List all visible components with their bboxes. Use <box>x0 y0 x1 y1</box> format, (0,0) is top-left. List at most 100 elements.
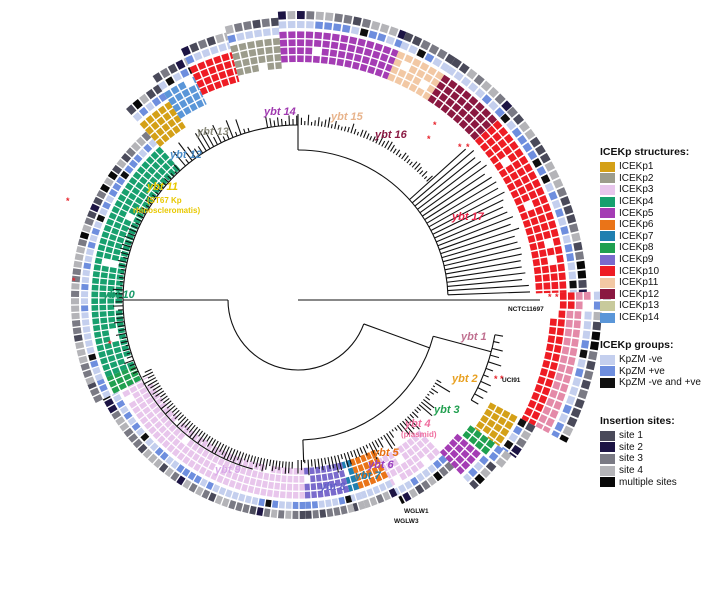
legend-structure-swatch <box>600 277 615 288</box>
clade-label-ybt9: ybt 9 <box>214 464 242 476</box>
legend-group-swatch <box>600 366 615 377</box>
legend-structure-label: ICEKp5 <box>619 207 654 219</box>
clade-label-ybt17: ybt 17 <box>451 211 485 223</box>
legend-site-label: site 4 <box>619 465 643 477</box>
legend-structure-item: ICEKp13 <box>600 300 708 312</box>
legend-structure-label: ICEKp4 <box>619 196 654 208</box>
legend-structure-swatch <box>600 254 615 265</box>
legend-structure-item: ICEKp5 <box>600 207 708 219</box>
strain-label-wglw3: WGLW3 <box>394 518 419 525</box>
strain-label-uci91: UCI91 <box>502 377 521 384</box>
star-marker: * <box>458 142 462 152</box>
legend-site-swatch <box>600 430 615 441</box>
legend-site-swatch <box>600 465 615 476</box>
clade-label-ybt10: ybt 10 <box>102 289 136 301</box>
star-marker: * <box>427 134 431 144</box>
legend-structure-item: ICEKp12 <box>600 289 708 301</box>
legend-structure-swatch <box>600 196 615 207</box>
legend-site-swatch <box>600 477 615 488</box>
legend-structure-swatch <box>600 289 615 300</box>
star-marker: * <box>555 292 559 302</box>
legend-structure-label: ICEKp3 <box>619 184 654 196</box>
clade-label-ybt7: ybt 7 <box>354 470 382 482</box>
legend-group-item: KpZM -ve and +ve <box>600 377 708 389</box>
legend-sites-title: Insertion sites: <box>600 415 675 427</box>
legend-site-label: site 3 <box>619 453 643 465</box>
clade-label-ybt15: ybt 15 <box>330 111 364 123</box>
star-marker: * <box>108 339 112 349</box>
legend-structure-swatch <box>600 231 615 242</box>
legend-site-label: site 1 <box>619 430 643 442</box>
legend-structure-item: ICEKp3 <box>600 184 708 196</box>
legend-structure-item: ICEKp14 <box>600 312 708 324</box>
legend-site-item: site 1 <box>600 430 708 442</box>
clade-label-ybt16: ybt 16 <box>374 129 408 141</box>
legend-structure-item: ICEKp8 <box>600 242 708 254</box>
clade-label-ybt3: ybt 3 <box>433 404 460 416</box>
clade-note-st67: (ST67 Kp <box>147 196 182 205</box>
star-marker: * <box>494 374 498 384</box>
legend-group-label: KpZM +ve <box>619 365 665 377</box>
legend-structure-label: ICEKp7 <box>619 230 654 242</box>
legend-structure-swatch <box>600 266 615 277</box>
clade-note-plasmid: (plasmid) <box>401 430 437 439</box>
legend-structure-label: ICEKp10 <box>619 265 660 277</box>
clade-label-ybt4: ybt 4 <box>404 418 431 430</box>
red-star-markers: *********** <box>66 120 559 384</box>
legend-structure-label: ICEKp11 <box>619 277 659 289</box>
legend-structure-swatch <box>600 219 615 230</box>
legend-site-label: site 2 <box>619 441 643 453</box>
legend-site-item: multiple sites <box>600 476 708 488</box>
star-marker: * <box>500 374 504 384</box>
legend-structure-swatch <box>600 208 615 219</box>
clade-label-ybt1: ybt 1 <box>460 331 487 343</box>
legend-structure-label: ICEKp9 <box>619 254 654 266</box>
legend-site-item: site 3 <box>600 453 708 465</box>
legend-structure-label: ICEKp12 <box>619 288 660 300</box>
strain-label-wglw1: WGLW1 <box>404 508 429 515</box>
clade-label-ybt5: ybt 5 <box>372 447 400 459</box>
clade-label-ybt2: ybt 2 <box>451 373 478 385</box>
legend-group-item: KpZM +ve <box>600 366 708 378</box>
legend-group-label: KpZM -ve <box>619 354 663 366</box>
legend-structure-swatch <box>600 312 615 323</box>
legend-structure-item: ICEKp9 <box>600 254 708 266</box>
legend-structure-label: ICEKp13 <box>619 300 660 312</box>
legend-structure-item: ICEKp10 <box>600 265 708 277</box>
legend-group-item: KpZM -ve <box>600 354 708 366</box>
legend-structure-swatch <box>600 161 615 172</box>
legend-structures-title: ICEKp structures: <box>600 146 690 158</box>
clade-label-ybt12: ybt 12 <box>169 149 202 161</box>
legend-structure-label: ICEKp8 <box>619 242 654 254</box>
legend-group-swatch <box>600 354 615 365</box>
clade-label-ybt11: ybt 11 <box>146 181 178 193</box>
legend-structure-item: ICEKp1 <box>600 161 708 173</box>
legend-site-swatch <box>600 442 615 453</box>
legend-structure-item: ICEKp4 <box>600 196 708 208</box>
legend-structure-swatch <box>600 242 615 253</box>
legend-structure-item: ICEKp2 <box>600 173 708 185</box>
star-marker: * <box>433 120 437 130</box>
clade-label-ybt14: ybt 14 <box>263 106 296 118</box>
star-marker: * <box>466 142 470 152</box>
legend-site-swatch <box>600 453 615 464</box>
legend-site-label: multiple sites <box>619 476 677 488</box>
star-marker: * <box>66 196 70 206</box>
strain-label-nctc11697: NCTC11697 <box>508 306 544 313</box>
legend-structure-label: ICEKp6 <box>619 219 654 231</box>
legend-structure-label: ICEKp14 <box>619 312 660 324</box>
legend-groups-title: ICEKp groups: <box>600 339 674 351</box>
clade-label-ybt8: ybt 8 <box>319 481 347 493</box>
star-marker: * <box>548 292 552 302</box>
legend-structure-label: ICEKp2 <box>619 172 654 184</box>
legend-site-item: site 2 <box>600 442 708 454</box>
star-marker: * <box>72 276 76 286</box>
clade-note-rhinoscleromatis: rhinoscleromatis) <box>133 206 200 215</box>
legend-structure-swatch <box>600 184 615 195</box>
legend-site-item: site 4 <box>600 465 708 477</box>
clade-label-ybt13: ybt 13 <box>196 126 229 138</box>
legend-structure-label: ICEKp1 <box>619 161 654 173</box>
